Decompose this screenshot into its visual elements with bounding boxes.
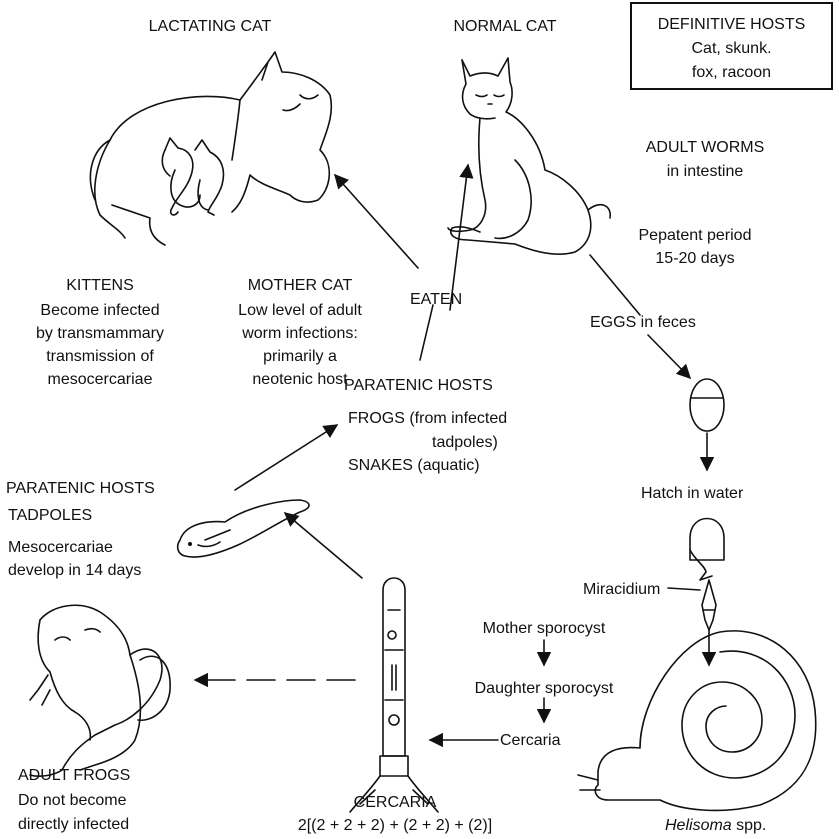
snail-caption: Helisoma spp. xyxy=(665,815,766,836)
definitive-hosts-line1: Cat, skunk. xyxy=(630,38,833,59)
snakes-line: SNAKES (aquatic) xyxy=(348,455,480,476)
lactating-cat-label: LACTATING CAT xyxy=(110,16,310,37)
adult-frogs-line1: Do not become xyxy=(18,790,127,811)
miracidium-label: Miracidium xyxy=(583,579,660,600)
snail-suffix: spp. xyxy=(732,817,767,834)
arrow-to-lactating-cat xyxy=(335,175,418,268)
mother-cat-line3: primarily a xyxy=(200,346,400,367)
kittens-line2: by transmammary xyxy=(0,323,200,344)
definitive-hosts-line2: fox, racoon xyxy=(630,62,833,83)
adult-worms-sub: in intestine xyxy=(610,161,800,182)
arrow-tadpole-to-paratenic xyxy=(235,425,337,490)
tadpoles-line2: develop in 14 days xyxy=(8,560,141,581)
eggs-label: EGGS in feces xyxy=(590,312,696,333)
daughter-sporocyst-label: Daughter sporocyst xyxy=(444,678,644,699)
frogs-line2: tadpoles) xyxy=(432,432,498,453)
snail-drawing xyxy=(578,631,816,811)
adult-frogs-title: ADULT FROGS xyxy=(18,765,130,786)
hatching-egg-drawing xyxy=(690,519,724,581)
adult-worms-title: ADULT WORMS xyxy=(610,137,800,158)
arrow-cercaria-to-tadpole xyxy=(285,513,362,578)
lactating-cat-drawing xyxy=(90,52,331,245)
prepatent-line1: Pepatent period xyxy=(600,225,790,246)
tadpole-drawing xyxy=(178,500,309,557)
tadpoles-line1: Mesocercariae xyxy=(8,537,113,558)
frog-drawing xyxy=(30,605,170,776)
prepatent-line2: 15-20 days xyxy=(600,248,790,269)
mother-sporocyst-label: Mother sporocyst xyxy=(444,618,644,639)
miracidium-pointer xyxy=(668,588,700,590)
cercaria-stage-label: Cercaria xyxy=(500,730,560,751)
mother-cat-line1: Low level of adult xyxy=(200,300,400,321)
mother-cat-title: MOTHER CAT xyxy=(200,275,400,296)
tadpoles-title: TADPOLES xyxy=(8,505,92,526)
paratenic-tadpoles-title: PARATENIC HOSTS xyxy=(6,478,155,499)
cercaria-formula: 2[(2 + 2 + 2) + (2 + 2) + (2)] xyxy=(240,815,550,836)
kittens-line1: Become infected xyxy=(0,300,200,321)
normal-cat-drawing xyxy=(448,58,610,254)
mother-cat-line2: worm infections: xyxy=(200,323,400,344)
hatch-label: Hatch in water xyxy=(641,483,743,504)
frogs-line1: FROGS (from infected xyxy=(348,408,507,429)
normal-cat-label: NORMAL CAT xyxy=(420,16,590,37)
adult-frogs-line2: directly infected xyxy=(18,814,129,835)
cercaria-title: CERCARIA xyxy=(280,792,510,813)
cercaria-drawing xyxy=(350,578,438,812)
snail-genus: Helisoma xyxy=(665,817,732,834)
kittens-line3: transmission of xyxy=(0,346,200,367)
arrow-from-paratenic-hosts xyxy=(420,305,433,360)
eaten-label: EATEN xyxy=(410,289,462,310)
arrow-eggs-to-egg xyxy=(648,335,690,378)
kittens-line4: mesocercariae xyxy=(0,369,200,390)
egg-drawing xyxy=(690,379,724,431)
mother-cat-line4: neotenic host xyxy=(200,369,400,390)
definitive-hosts-title: DEFINITIVE HOSTS xyxy=(630,14,833,35)
kittens-title: KITTENS xyxy=(0,275,200,296)
miracidium-drawing xyxy=(702,580,716,630)
